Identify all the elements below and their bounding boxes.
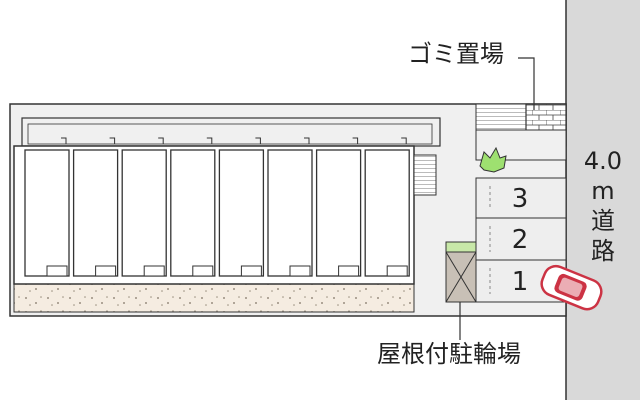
unit-balcony — [143, 265, 165, 277]
unit-8 — [364, 149, 410, 277]
road-label: 4.0 m 道 路 — [583, 146, 623, 266]
building-units — [24, 137, 410, 277]
parking-spot-2: 2 — [511, 225, 529, 255]
unit-door-mark — [61, 137, 67, 144]
stairs — [413, 154, 437, 196]
unit-7 — [315, 149, 362, 277]
parking-spot-1: 1 — [511, 267, 529, 297]
road-word-1: 道 — [591, 207, 615, 235]
road-width: 4.0 — [583, 147, 623, 175]
unit-balcony — [95, 265, 117, 277]
garbage-area-label: ゴミ置場 — [408, 40, 504, 68]
unit-4 — [170, 149, 216, 277]
unit-balcony — [46, 265, 68, 277]
shrub-icon — [479, 146, 507, 173]
unit-door-mark — [401, 137, 407, 144]
unit-balcony — [289, 265, 311, 277]
bicycle-parking-label: 屋根付駐輪場 — [377, 340, 521, 368]
unit-door-mark — [206, 137, 213, 144]
garbage-area — [475, 129, 567, 161]
unit-door-mark — [304, 137, 310, 144]
road-word-2: 路 — [591, 237, 615, 265]
unit-door-mark — [158, 137, 164, 144]
building-hall — [21, 117, 441, 147]
unit-5 — [218, 149, 265, 277]
road — [566, 0, 640, 400]
gravel-strip — [13, 283, 415, 313]
unit-2 — [72, 149, 119, 277]
bicycle-area-marker — [445, 241, 477, 253]
road-unit: m — [591, 177, 615, 205]
unit-door-mark — [109, 137, 116, 144]
unit-balcony — [338, 265, 360, 277]
unit-1 — [24, 149, 70, 277]
entrance-steps — [475, 103, 527, 131]
unit-balcony — [386, 265, 408, 277]
unit-6 — [267, 149, 313, 277]
unit-balcony — [192, 265, 214, 277]
unit-door-mark — [255, 137, 261, 144]
unit-door-mark — [352, 137, 359, 144]
unit-balcony — [240, 265, 262, 277]
parking-spot-3: 3 — [511, 184, 529, 214]
unit-3 — [121, 149, 167, 277]
car-icon — [540, 264, 603, 311]
